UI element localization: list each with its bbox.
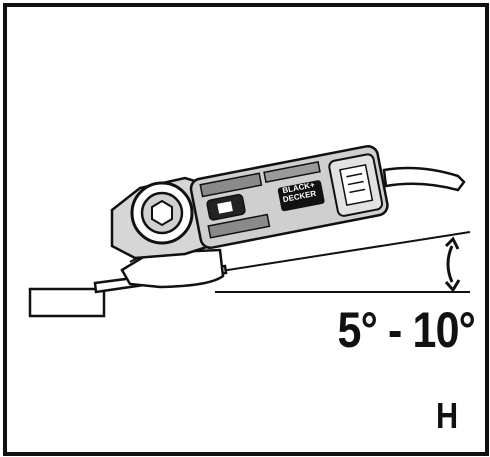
workpiece-block (28, 287, 106, 318)
gear-head (110, 176, 212, 260)
motor-body (189, 144, 389, 250)
inclined-reference-line (214, 231, 471, 273)
angle-range-label: 5° - 10° (337, 302, 476, 358)
angle-arrow-icon (444, 236, 461, 293)
disc-guard (120, 248, 225, 289)
power-cable (382, 166, 466, 192)
figure-letter: H (436, 395, 459, 436)
